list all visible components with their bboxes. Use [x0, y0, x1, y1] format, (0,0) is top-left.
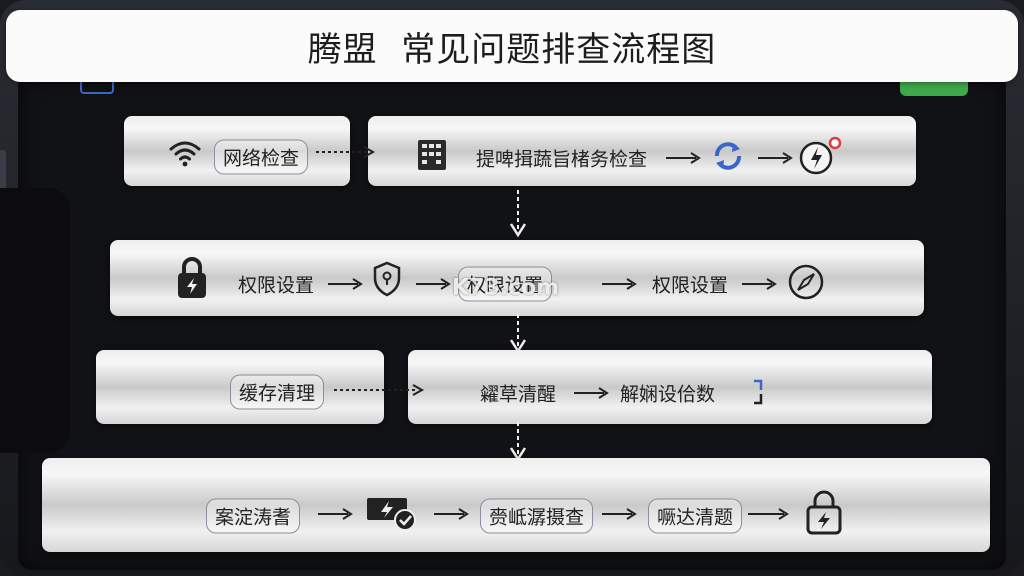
server-grid-icon [418, 140, 446, 170]
arrow-right [602, 278, 637, 290]
arrow-right [318, 508, 353, 520]
arrow-right [748, 508, 789, 520]
background-window-icon [80, 80, 114, 94]
step-param-setting: 解娴设佮数 [620, 383, 716, 406]
step-permission-setting: 权限设置 [238, 274, 315, 297]
step-check-2: 赍岻潺摄查 [480, 498, 594, 534]
arrow-down [509, 314, 527, 354]
step-data-clean: 糴草清醒 [480, 383, 557, 406]
lock-icon [178, 257, 206, 298]
arrow-right [334, 384, 425, 396]
wifi-icon [169, 141, 201, 167]
step-permission-setting-2: 权限设置 [458, 266, 553, 302]
arrow-right [316, 146, 376, 158]
flow-band [96, 350, 384, 424]
compass-icon [788, 264, 824, 300]
device-notch [0, 188, 70, 453]
arrow-right [434, 508, 469, 520]
watermark: K73.com [452, 275, 560, 301]
step-check-1: 案淀涛耆 [206, 498, 301, 534]
flow-band [110, 240, 924, 316]
lock-power-icon [806, 490, 842, 535]
bracket-icon [754, 379, 763, 405]
arrow-right [602, 508, 637, 520]
arrow-down [509, 190, 527, 238]
title-card: 腾盟 常见问题排查流程图 [6, 10, 1018, 82]
power-status-icon [799, 136, 842, 175]
background-green-button [900, 78, 968, 96]
step-service-check: 提啤揖蔬旨楮务检查 [476, 148, 648, 171]
shield-icon [373, 261, 401, 297]
step-cache-clean: 缓存清理 [230, 374, 325, 410]
arrow-right [416, 278, 451, 290]
arrow-right [742, 278, 777, 290]
step-check-3: 噘达清题 [648, 498, 743, 534]
arrow-down [509, 422, 527, 462]
side-button [0, 150, 6, 190]
step-permission-setting-3: 权限设置 [652, 274, 729, 297]
battery-check-icon [367, 498, 416, 531]
arrow-right [574, 387, 609, 399]
arrow-right [758, 152, 793, 164]
arrow-right [666, 152, 701, 164]
arrow-right [328, 278, 363, 290]
step-network-check: 网络检查 [214, 139, 309, 175]
page-title: 腾盟 常见问题排查流程图 [307, 29, 717, 70]
refresh-icon [715, 142, 741, 170]
flow-band [408, 350, 932, 424]
